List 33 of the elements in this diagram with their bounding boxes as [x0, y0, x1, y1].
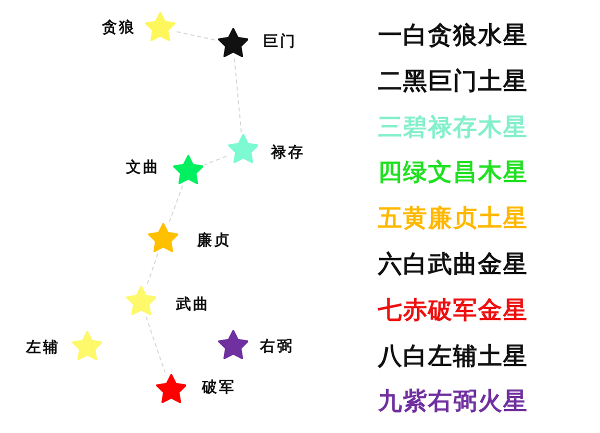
star-label: 右弼: [260, 338, 294, 354]
star-label: 巨门: [263, 32, 297, 50]
dashed-line: [204, 156, 227, 166]
star-description: 四绿文昌木星: [378, 159, 528, 186]
star-label: 武曲: [176, 296, 210, 312]
star-shape: [144, 12, 176, 42]
star-label: 贪狼: [102, 18, 136, 36]
star-description: 七赤破军金星: [378, 296, 528, 323]
star-description: 二黑巨门土星: [378, 68, 528, 94]
star-description: 八白左辅土星: [378, 342, 528, 369]
star-description: 三碧禄存木星: [378, 113, 528, 140]
dashed-line: [176, 31, 217, 41]
star-label: 破军: [202, 378, 236, 396]
star-label: 文曲: [126, 158, 160, 176]
star-shape: [72, 331, 102, 360]
star-shape: [228, 134, 258, 164]
star-description: 一白贪狼水星: [378, 22, 528, 48]
star-shape: [172, 155, 204, 184]
star-label: 左辅: [26, 338, 60, 356]
star-shape: [126, 286, 156, 316]
dashed-line: [234, 58, 242, 133]
star-label: 廉贞: [197, 232, 231, 248]
star-label: 禄存: [271, 144, 305, 160]
star-shape: [148, 223, 178, 252]
dashed-line: [146, 316, 166, 374]
star-shape: [218, 28, 248, 58]
star-shape: [218, 330, 248, 360]
star-description: 六白武曲金星: [378, 250, 528, 278]
dashed-line: [146, 253, 158, 286]
star-description: 五黄廉贞土星: [378, 205, 528, 232]
dashed-line: [168, 185, 184, 222]
star-description: 九紫右弼火星: [378, 388, 528, 415]
star-shape: [156, 374, 186, 404]
